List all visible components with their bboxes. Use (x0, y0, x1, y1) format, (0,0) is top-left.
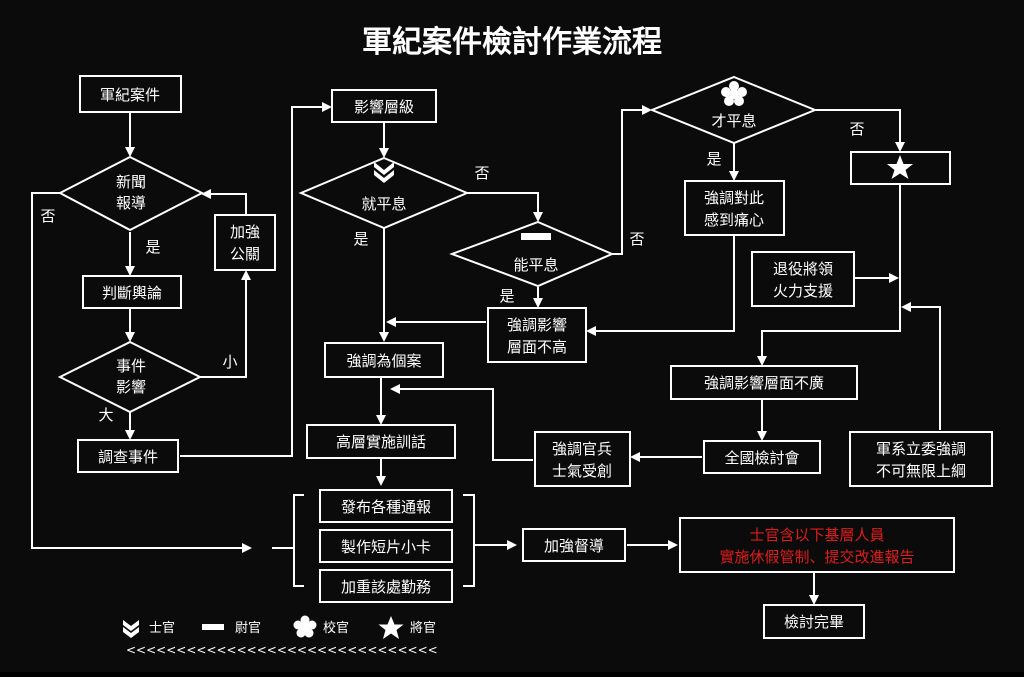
node-sorry-box (684, 180, 785, 236)
node-officer-diamond (449, 220, 615, 288)
edge-general-notwide (757, 185, 901, 366)
legend-label-officer: 尉官 (235, 620, 261, 636)
node-morale-label-2: 士氣受創 (552, 462, 612, 480)
node-leave-label-1: 士官含以下基層人員 (749, 526, 884, 544)
edge-field-general (815, 109, 905, 152)
node-emphlow-box (487, 307, 587, 363)
field-flower-icon (721, 81, 747, 106)
node-pr-label-1: 加強 (230, 223, 260, 241)
node-legislators-label-2: 不可無限上綱 (876, 462, 966, 480)
edge-label-impact-big: 大 (98, 406, 113, 424)
edge-label-nco-yes: 是 (353, 230, 368, 248)
node-level-box (331, 89, 437, 123)
node-impact-diamond (57, 340, 203, 414)
edge-officer-field (612, 105, 652, 255)
node-emphlow-label-2: 層面不高 (507, 338, 567, 356)
legend-label-general: 將官 (410, 620, 436, 636)
node-senior-label: 高層實施訓話 (336, 433, 426, 451)
node-legislators-box (849, 431, 993, 487)
node-done-label: 檢討完畢 (784, 613, 844, 631)
edge-label-impact-small: 小 (222, 353, 237, 371)
node-veteran-label-1: 退役將領 (773, 260, 833, 278)
node-duty-label: 加重該處勤務 (341, 578, 431, 596)
general-star-icon (887, 155, 913, 179)
edge-legislators-support (901, 302, 941, 430)
edge-nco-officer (467, 192, 543, 222)
edge-label-field-yes: 是 (706, 150, 721, 168)
node-veteran-label-2: 火力支援 (773, 282, 833, 300)
node-morale-label-1: 強調官兵 (552, 440, 612, 458)
node-video-box (319, 529, 453, 563)
node-impact-label-1: 事件 (116, 357, 146, 375)
node-judge-label: 判斷輿論 (102, 284, 162, 302)
legend-officer-bar-icon (202, 624, 224, 630)
legend-nco-chevron-icon (123, 620, 139, 638)
node-nco-label: 就平息 (361, 195, 406, 213)
edge-label-officer-no: 否 (629, 230, 644, 248)
officer-bar-icon (521, 233, 551, 240)
node-national-label: 全國檢討會 (724, 449, 799, 467)
node-legislators-label-1: 軍系立委強調 (876, 440, 966, 458)
node-notice-box (319, 489, 453, 523)
edge-impact-pr (200, 270, 251, 378)
node-sorry-label-1: 強調對此 (704, 189, 764, 207)
edge-label-officer-yes: 是 (499, 287, 514, 305)
node-case-box (79, 75, 182, 113)
node-notice-label: 發布各種通報 (341, 498, 431, 516)
edge-label-news-no: 否 (40, 207, 55, 225)
edge-pr-news (201, 189, 247, 214)
node-nco-diamond (298, 156, 470, 230)
node-investigate-box (77, 439, 179, 473)
node-individual-label: 強調為個案 (346, 352, 421, 370)
node-field-label: 才平息 (711, 112, 756, 130)
node-judge-box (82, 275, 182, 309)
node-notwide-label: 強調影響層面不廣 (704, 374, 824, 392)
node-leave-label-2: 實施休假管制、提交改進報告 (719, 548, 914, 566)
legend-field-flower-icon (293, 615, 317, 638)
legend-arrow-row: <<<<<<<<<<<<<<<<<<<<<<<<<<<<<<< (126, 643, 438, 657)
node-news-diamond (57, 155, 205, 232)
node-officer-label: 能平息 (513, 256, 558, 274)
node-impact-label-2: 影響 (116, 378, 146, 396)
edge-morale-individual (390, 384, 533, 461)
node-field-diamond (649, 75, 818, 145)
node-video-label: 製作短片小卡 (341, 538, 431, 556)
node-sorry-label-2: 感到痛心 (704, 211, 764, 229)
edge-label-field-no: 否 (849, 120, 864, 138)
edge-sorry-emphlow (586, 235, 735, 336)
edge-label-nco-no: 否 (474, 164, 489, 182)
node-investigate-label: 調查事件 (98, 448, 158, 466)
edge-label-news-yes: 是 (145, 238, 160, 256)
node-leave-box (679, 517, 955, 573)
node-veteran-box (751, 251, 855, 307)
node-pr-box (214, 214, 276, 271)
legend-general-star-icon (378, 616, 404, 639)
node-level-label: 影響層級 (354, 98, 414, 116)
node-senior-box (306, 424, 456, 459)
node-duty-box (319, 569, 453, 603)
node-supervise-label: 加強督導 (544, 537, 604, 555)
edge-news-no (31, 192, 252, 553)
node-national-box (703, 440, 821, 474)
page-title: 軍紀案件檢討作業流程 (362, 25, 662, 60)
node-news-label-2: 報導 (116, 194, 146, 212)
edge-investigate-level (180, 102, 332, 457)
node-morale-box (534, 431, 631, 487)
nco-chevron-icon (374, 162, 394, 183)
node-individual-box (324, 342, 444, 378)
node-case-label: 軍紀案件 (100, 86, 160, 104)
legend: 士官 尉官 校官 將官 <<<<<<<<<<<<<<<<<<<<<<<<<<<<… (123, 615, 438, 657)
node-supervise-box (522, 528, 626, 562)
node-news-label-1: 新聞 (116, 173, 146, 191)
node-notwide-box (670, 365, 858, 400)
legend-label-nco: 士官 (149, 620, 175, 636)
right-bracket (463, 494, 515, 587)
node-done-box (763, 604, 865, 639)
node-emphlow-label-1: 強調影響 (507, 316, 567, 334)
node-pr-label-2: 公關 (230, 245, 260, 263)
left-bracket (272, 494, 304, 587)
legend-label-field: 校官 (323, 620, 349, 636)
